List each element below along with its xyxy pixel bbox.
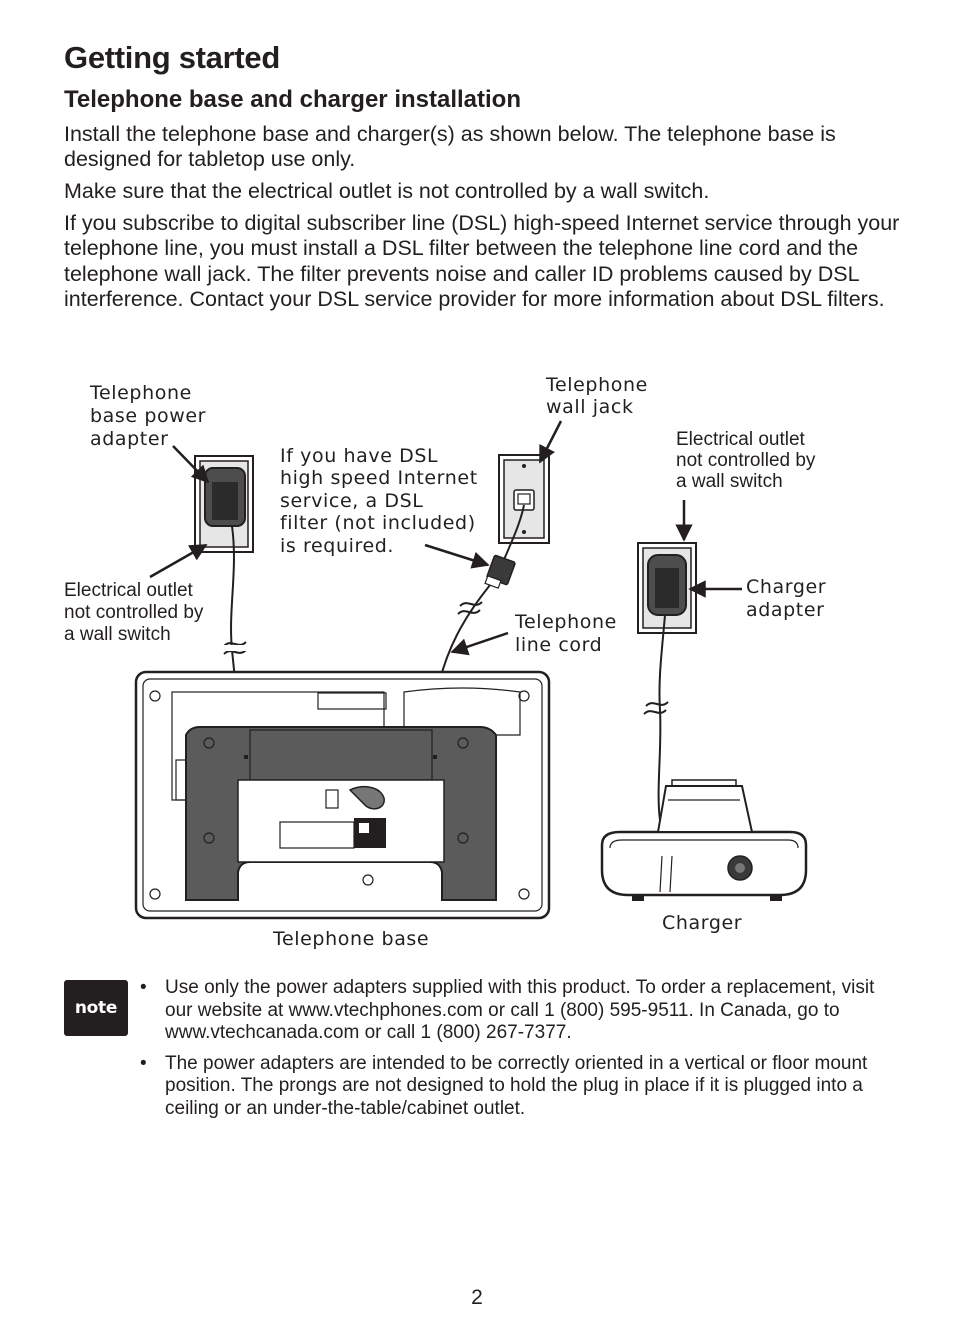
- dsl-filter-label: If you have DSL high speed Internet serv…: [280, 445, 484, 557]
- page-title: Getting started: [64, 40, 280, 75]
- bullet-icon: •: [140, 1052, 147, 1074]
- section-title: Telephone base and charger installation: [64, 86, 521, 113]
- note-text: Use only the power adapters supplied wit…: [165, 977, 875, 1043]
- note-text: The power adapters are intended to be co…: [165, 1052, 868, 1119]
- note-list: • Use only the power adapters supplied w…: [140, 977, 900, 1128]
- dsl-filter-icon: [484, 554, 516, 589]
- wall-jack-label: Telephone wall jack: [545, 374, 655, 418]
- outlet-paragraph: Make sure that the electrical outlet is …: [64, 179, 710, 203]
- installation-diagram: Telephone base power adapter Electrical …: [64, 374, 833, 950]
- line-cord-label: Telephone line cord: [514, 611, 624, 656]
- note-badge: note: [64, 980, 128, 1036]
- base-power-adapter-label: Telephone base power adapter: [89, 382, 213, 450]
- wall-jack-icon: [498, 454, 550, 544]
- bullet-icon: •: [140, 977, 147, 998]
- telephone-base-label: Telephone base: [272, 928, 429, 950]
- charger-icon: [600, 779, 808, 901]
- page-number: 2: [471, 1286, 483, 1309]
- dsl-paragraph: If you subscribe to digital subscriber l…: [64, 211, 900, 311]
- intro-paragraph: Install the telephone base and charger(s…: [64, 122, 836, 172]
- right-outlet-label: Electrical outlet not controlled by a wa…: [676, 429, 821, 492]
- telephone-base-icon: [134, 670, 551, 920]
- charger-adapter-label: Charger adapter: [746, 576, 833, 621]
- note-item: • The power adapters are intended to be …: [140, 1053, 900, 1121]
- charger-adapter-icon: [647, 554, 687, 616]
- note-item: • Use only the power adapters supplied w…: [140, 977, 900, 1045]
- base-power-adapter-icon: [204, 467, 246, 527]
- charger-label: Charger: [662, 912, 742, 934]
- left-outlet-label: Electrical outlet not controlled by a wa…: [64, 580, 209, 645]
